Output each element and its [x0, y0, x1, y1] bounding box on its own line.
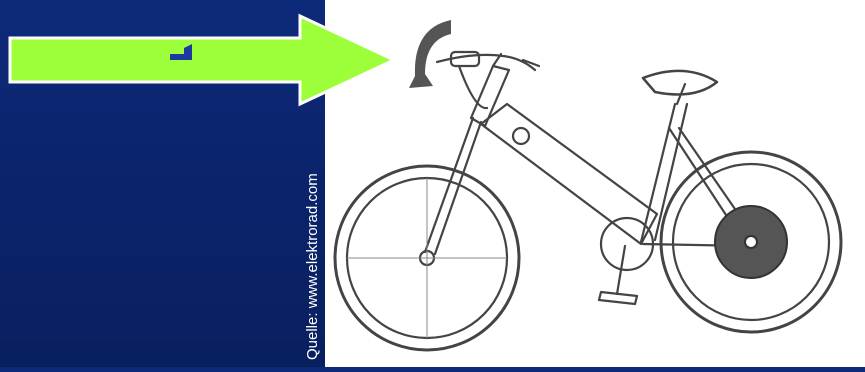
source-caption: Quelle: www.elektrorad.com: [304, 173, 321, 360]
bicycle-icon: [325, 0, 865, 367]
pointer-arrow: [0, 0, 400, 110]
bicycle-illustration: [325, 0, 865, 367]
rotate-arrow-icon: [409, 20, 451, 88]
